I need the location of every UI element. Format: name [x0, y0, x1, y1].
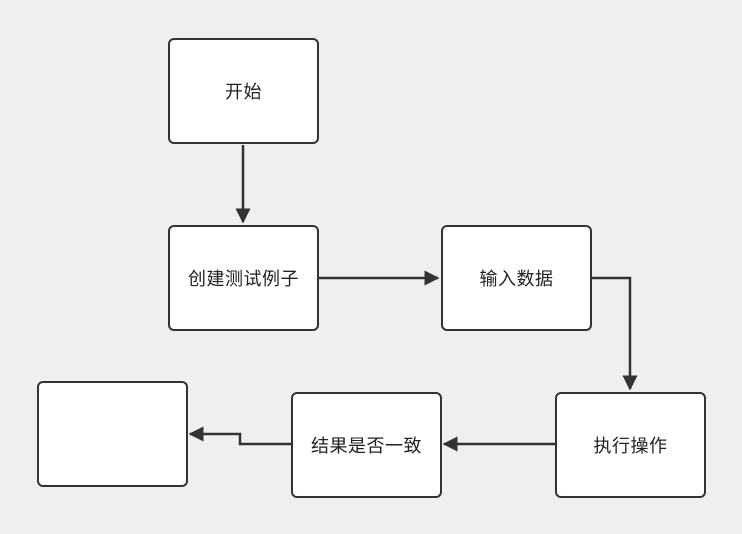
- connector-input-to-execute: [592, 276, 638, 391]
- input-data-label: 输入数据: [479, 269, 554, 290]
- create-test-case-node: 创建测试例子: [168, 225, 319, 331]
- input-data-node: 输入数据: [441, 225, 592, 331]
- result-match-label: 结果是否一致: [311, 436, 422, 457]
- connector-check-to-end: [188, 426, 291, 446]
- end-node: [37, 381, 188, 487]
- start-node-label: 开始: [225, 82, 262, 103]
- start-node: 开始: [168, 38, 319, 144]
- execute-operation-node: 执行操作: [555, 392, 706, 498]
- result-match-node: 结果是否一致: [291, 392, 442, 498]
- execute-operation-label: 执行操作: [593, 436, 668, 457]
- create-test-case-label: 创建测试例子: [188, 269, 299, 290]
